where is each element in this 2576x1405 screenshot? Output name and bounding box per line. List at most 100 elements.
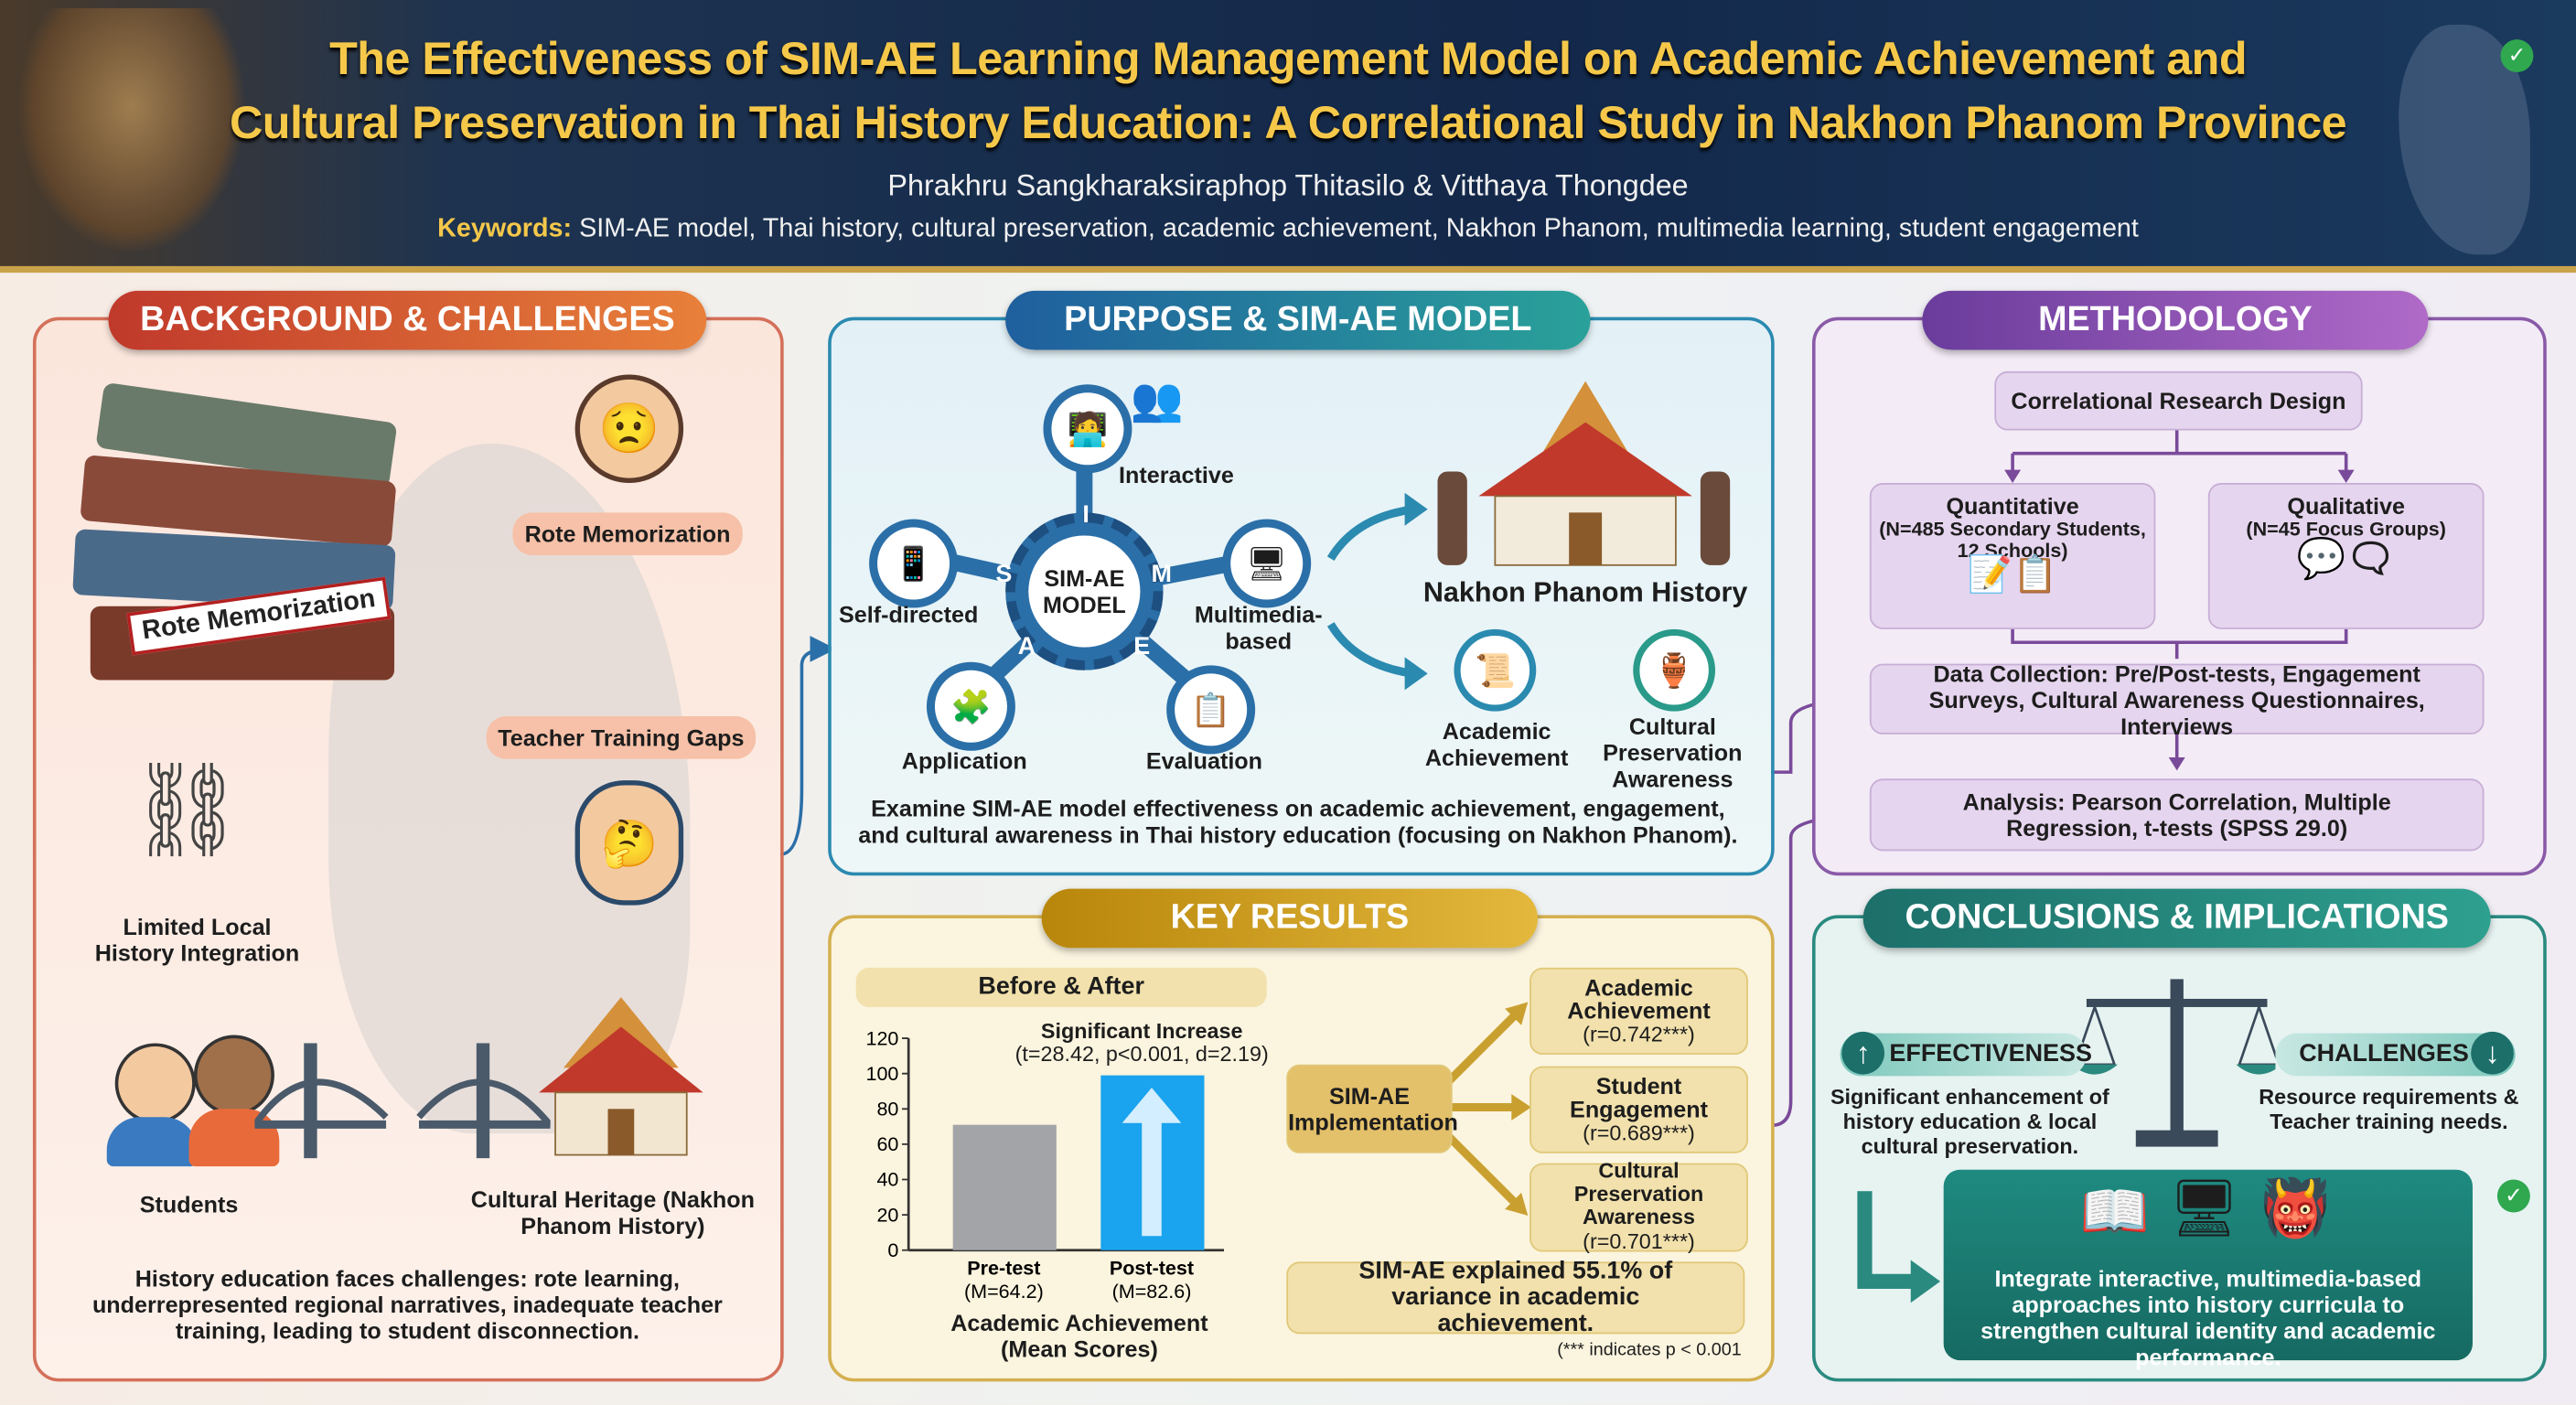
qualitative-box: Qualitative (N=45 Focus Groups) 💬🗨 [2207,483,2485,629]
self-directed-label: Self-directed [839,601,979,628]
correlation-value: (r=0.689***) [1583,1119,1695,1144]
y-tick-label: 20 [876,1203,898,1226]
bar-pre-test [952,1124,1057,1250]
rote-memorization-label: Rote Memorization [512,512,743,556]
title-line-2: Cultural Preservation in Thai History Ed… [230,96,2347,148]
gear-center [1028,535,1141,648]
purpose-panel [828,316,1775,876]
confused-student-icon: 😟 [574,374,684,484]
guardian-statue-illustration [16,7,247,255]
book-icon: 📖 [2079,1181,2150,1244]
correlation-name: Student Engagement [1570,1071,1708,1121]
letter-m: M [1151,560,1172,588]
sim-ae-implementation-box: SIM-AE Implementation [1286,1064,1458,1153]
letter-a: A [1017,632,1036,660]
evaluation-label: Evaluation [1145,747,1263,774]
implication-arrow [1857,1191,1941,1303]
evaluation-icon: 📋 [1166,665,1256,755]
khon-mask-icon: 👹 [2260,1177,2331,1240]
purpose-title: PURPOSE & SIM-AE MODEL [1005,290,1591,350]
implication-text: Integrate interactive, multimedia-based … [1980,1264,2436,1370]
y-tick-label: 80 [876,1097,898,1120]
limited-local-history-label: Limited Local History Integration [94,913,300,967]
methodology-flow-lines [2004,426,2355,771]
correlation-name: Academic Achievement [1567,973,1711,1024]
teacher-training-gaps-label: Teacher Training Gaps [486,716,757,759]
speech-bubbles-icon: 💬🗨 [2296,537,2396,582]
header-banner: ✓ The Effectiveness of SIM-AE Learning M… [0,0,2576,273]
diploma-icon: 📜 [1454,628,1537,712]
letter-s: S [995,560,1013,588]
students-illustration [106,1035,280,1167]
quantitative-detail: (N=485 Secondary Students, 12 Schools) [1879,517,2146,563]
gear-label: SIM-AE MODEL [1042,564,1126,618]
title-line-1: The Effectiveness of SIM-AE Learning Man… [329,32,2248,84]
challenges-label: CHALLENGES [2299,1039,2469,1068]
key-results-title: KEY RESULTS [1041,888,1539,949]
y-tick-label: 120 [865,1026,898,1049]
methodology-title: METHODOLOGY [1922,290,2429,350]
qualitative-detail: (N=45 Focus Groups) [2246,517,2446,541]
purpose-summary: Examine SIM-AE model effectiveness on ac… [858,795,1738,848]
academic-achievement-outcome: Academic Achievement [1424,717,1569,771]
letter-i: I [1082,500,1089,530]
multimedia-label: Multimedia-based [1194,601,1323,654]
before-after-chart: 020406080100120Pre-test(M=64.2)Post-test… [865,1026,1225,1303]
model-to-outcome-arrows [1326,492,1428,691]
correlation-value: (r=0.742***) [1583,1021,1695,1046]
correlation-value: (r=0.701***) [1583,1228,1695,1254]
temple-icon [539,997,703,1156]
check-icon: ✓ [2500,39,2534,73]
cultural-vessel-icon: 🏺 [1633,628,1716,712]
x-tick-label: Pre-test [967,1257,1040,1280]
quantitative-box: Quantitative (N=485 Secondary Students, … [1869,483,2156,629]
effectiveness-text: Significant enhancement of history educa… [1830,1084,2109,1159]
conclusions-title: CONCLUSIONS & IMPLICATIONS [1862,888,2491,949]
correlational-design-box: Correlational Research Design [1994,370,2363,431]
significant-increase-title: Significant Increase [1040,1018,1243,1044]
cultural-preservation-outcome: Cultural Preservation Awareness [1603,713,1743,792]
background-title: BACKGROUND & CHALLENGES [108,290,707,350]
arrow-up-icon: ↑ [1841,1031,1885,1075]
discussion-icon: 👥 [1130,374,1184,424]
old-books-illustration [66,381,411,706]
significant-increase-stats: (t=28.42, p<0.001, d=2.19) [1014,1041,1269,1067]
before-after-label: Before & After [855,967,1267,1007]
background-summary: History education faces challenges: rote… [91,1264,723,1345]
x-tick-label: Post-test [1110,1257,1194,1280]
y-tick-label: 100 [865,1062,898,1085]
interactive-icon: 🧑‍💻 [1043,384,1132,474]
correlation-name: Cultural Preservation Awareness [1573,1158,1704,1229]
chart-xlabel: Academic Achievement (Mean Scores) [950,1309,1208,1362]
quantitative-title: Quantitative [1946,492,2079,520]
y-tick-label: 60 [876,1132,898,1155]
variance-explained-box: SIM-AE explained 55.1% of variance in ac… [1286,1258,1745,1336]
broken-chain-icon: ⛓ [128,756,245,862]
qualitative-title: Qualitative [2287,492,2405,520]
multimedia-icon: 🖥 [1222,519,1312,608]
application-icon: 🧩 [926,661,1015,751]
letter-e: E [1133,632,1151,660]
survey-clipboard-icons: 📝📋 [1967,553,2058,595]
increase-arrow-icon [1122,1088,1182,1237]
nakhon-phanom-history-label: Nakhon Phanom History [1422,576,1748,608]
puzzled-teacher-icon: 🤔 [574,780,684,906]
monitor-icon: 🖥 [2168,1177,2240,1240]
implementation-arrows [1445,1002,1531,1217]
y-tick-label: 0 [887,1239,898,1261]
effectiveness-label: EFFECTIVENESS [1889,1039,2092,1068]
self-directed-icon: 📱 [869,519,959,608]
nakhon-phanom-temple-illustration [1437,381,1731,566]
students-label: Students [139,1191,239,1217]
check-icon: ✓ [2496,1179,2530,1213]
x-tick-sublabel: (M=64.2) [964,1280,1044,1303]
correlation-cultural-preservation: Cultural Preservation Awareness(r=0.701*… [1530,1159,1748,1254]
correlation-academic-achievement: Academic Achievement(r=0.742***) [1530,967,1748,1056]
authors: Phrakhru Sangkharaksiraphop Thitasilo & … [887,168,1689,202]
cultural-heritage-label: Cultural Heritage (Nakhon Phanom History… [470,1185,755,1239]
broken-bridge-illustration [254,1043,551,1159]
implication-box [1943,1169,2473,1361]
keywords: Keywords: SIM-AE model, Thai history, cu… [0,215,2576,244]
interactive-label: Interactive [1119,461,1234,488]
